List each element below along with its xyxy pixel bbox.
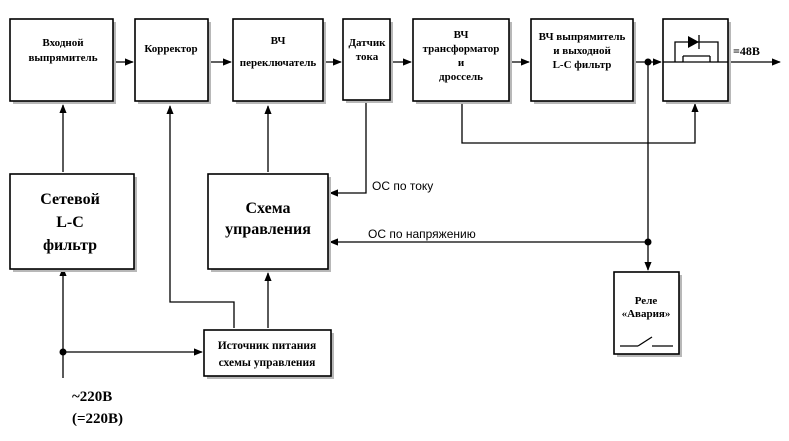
junction-feedback — [644, 238, 652, 246]
block-corrector: Корректор — [134, 18, 211, 104]
power-supply-line2: схемы управления — [219, 357, 316, 369]
block-output-switch — [662, 18, 731, 104]
input-rectifier-line1: Входной — [42, 37, 84, 49]
voltage-feedback-label: ОС по напряжению — [368, 227, 476, 241]
hf-rectifier-line2: и выходной — [553, 45, 611, 57]
output-voltage-label: =48В — [733, 44, 760, 58]
arrow-current-feedback — [329, 103, 367, 197]
junction-output — [644, 58, 652, 66]
hf-transformer-line1: ВЧ — [454, 29, 469, 41]
hf-transformer-line4: дроссель — [439, 71, 483, 83]
power-supply-line1: Источник питания — [218, 340, 317, 352]
control-circuit-line1: Схема — [245, 200, 290, 217]
corrector-label: Корректор — [144, 43, 197, 55]
control-circuit-line2: управления — [225, 221, 311, 238]
hf-switch-line2: переключатель — [240, 57, 317, 69]
block-mains-filter: Сетевой L-C фильтр — [9, 173, 137, 272]
connections — [59, 58, 781, 378]
arrow-supply-to-corrector — [166, 105, 235, 328]
input-ac-label: ~220В — [72, 389, 112, 405]
input-rectifier-line2: выпрямитель — [28, 52, 97, 64]
hf-transformer-line2: трансформатор — [423, 43, 500, 55]
block-control-circuit: Схема управления — [207, 173, 331, 272]
block-current-sensor: Датчик тока — [342, 18, 393, 103]
hf-switch-line1: ВЧ — [271, 35, 286, 47]
current-sensor-line1: Датчик — [348, 37, 386, 49]
current-sensor-line2: тока — [356, 51, 379, 63]
input-dc-label: (=220В) — [72, 411, 123, 427]
mains-filter-line2: L-C — [56, 214, 84, 231]
hf-rectifier-line3: L-C фильтр — [553, 59, 612, 71]
arrow-transformer-to-switch — [461, 103, 699, 144]
relay-line1: Реле — [635, 295, 658, 307]
diode-transistor-switch-icon — [674, 35, 719, 63]
block-hf-switch: ВЧ переключатель — [232, 18, 326, 104]
hf-transformer-line3: и — [458, 57, 465, 69]
block-input-rectifier: Входной выпрямитель — [9, 18, 116, 104]
mains-filter-line3: фильтр — [43, 237, 97, 254]
block-power-supply: Источник питания схемы управления — [203, 329, 334, 379]
junction-input — [59, 348, 67, 356]
block-hf-rectifier: ВЧ выпрямитель и выходной L-C фильтр — [530, 18, 636, 104]
block-relay: Реле «Авария» — [613, 271, 682, 357]
current-feedback-label: ОС по току — [372, 179, 433, 193]
relay-line2: «Авария» — [622, 308, 671, 320]
hf-rectifier-line1: ВЧ выпрямитель — [539, 31, 626, 43]
relay-contact-icon — [620, 336, 673, 347]
mains-filter-line1: Сетевой — [40, 191, 100, 208]
block-hf-transformer: ВЧ трансформатор и дроссель — [412, 18, 512, 104]
